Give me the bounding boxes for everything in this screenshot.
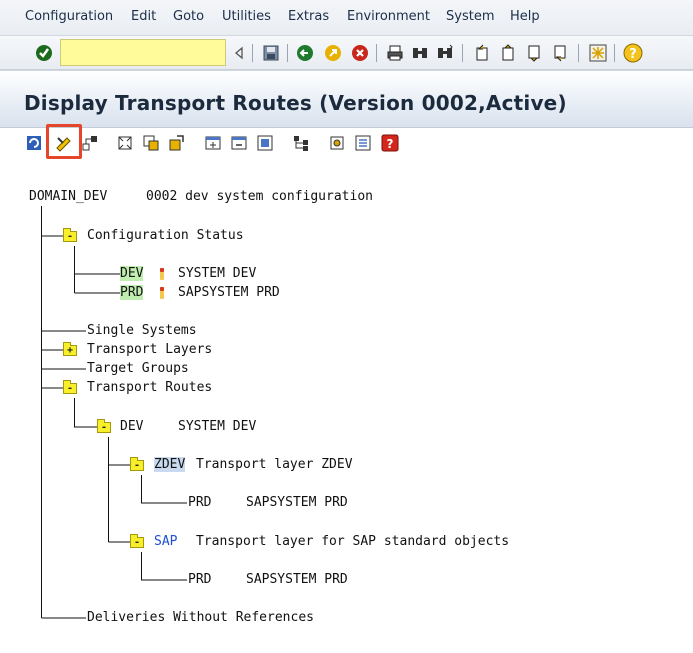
- find-next-icon[interactable]: [435, 43, 455, 63]
- folder-collapse-icon[interactable]: -: [97, 419, 111, 433]
- folder-collapse-icon[interactable]: -: [63, 380, 77, 394]
- expand-all-icon[interactable]: [115, 133, 135, 153]
- insert-icon[interactable]: [203, 133, 223, 153]
- layer-name[interactable]: ZDEV: [154, 457, 186, 472]
- folder-collapse-icon[interactable]: -: [130, 534, 144, 548]
- first-page-icon[interactable]: [473, 43, 493, 63]
- system-description: SYSTEM DEV: [178, 266, 257, 281]
- menu-extras[interactable]: Extras: [288, 9, 330, 24]
- menu-configuration[interactable]: Configuration: [25, 9, 114, 24]
- node-single-systems[interactable]: Single Systems: [87, 323, 197, 338]
- layout-icon[interactable]: [588, 43, 608, 63]
- find-icon[interactable]: [410, 43, 430, 63]
- toolbar-separator: [287, 44, 288, 62]
- folder-expand-icon[interactable]: +: [63, 342, 77, 356]
- target-description: SAPSYSTEM PRD: [246, 495, 348, 510]
- command-field[interactable]: [60, 39, 226, 66]
- menu-system[interactable]: System: [446, 9, 495, 24]
- layer-description: Transport layer ZDEV: [196, 457, 353, 472]
- settings-icon[interactable]: [327, 133, 347, 153]
- sub-tree-icon[interactable]: [167, 133, 187, 153]
- folder-collapse-icon[interactable]: -: [130, 457, 144, 471]
- collapse-icon[interactable]: [141, 133, 161, 153]
- menu-utilities[interactable]: Utilities: [222, 9, 271, 24]
- delete-icon[interactable]: [229, 133, 249, 153]
- folder-collapse-icon[interactable]: -: [63, 228, 77, 242]
- menu-goto[interactable]: Goto: [173, 9, 205, 24]
- standard-toolbar: ?: [0, 36, 693, 104]
- tree-lines: [41, 206, 187, 619]
- svg-text:?: ?: [629, 47, 637, 62]
- toolbar-separator: [614, 44, 615, 62]
- root-domain-name: DOMAIN_DEV: [29, 189, 108, 204]
- target-description: SAPSYSTEM PRD: [246, 572, 348, 587]
- node-target-groups[interactable]: Target Groups: [87, 361, 189, 376]
- toolbar-separator: [376, 44, 377, 62]
- display-change-icon[interactable]: [54, 133, 74, 153]
- last-page-icon[interactable]: [551, 43, 571, 63]
- node-deliveries-without-references[interactable]: Deliveries Without References: [87, 610, 314, 625]
- layer-description: Transport layer for SAP standard objects: [196, 534, 510, 549]
- target-sid[interactable]: PRD: [188, 495, 212, 510]
- help-icon[interactable]: ?: [623, 43, 643, 63]
- enter-icon[interactable]: [34, 43, 54, 63]
- graphical-editor-icon[interactable]: [80, 133, 100, 153]
- legend-icon[interactable]: [353, 133, 373, 153]
- system-description: SAPSYSTEM PRD: [178, 285, 280, 300]
- transport-route-tree: DOMAIN_DEV 0002 dev system configuration…: [0, 170, 693, 653]
- help-red-icon[interactable]: ?: [380, 133, 400, 153]
- target-sid[interactable]: PRD: [188, 572, 212, 587]
- svg-text:?: ?: [387, 137, 394, 151]
- next-page-icon[interactable]: [525, 43, 545, 63]
- toolbar-separator: [252, 44, 253, 62]
- toolbar-separator: [578, 44, 579, 62]
- node-transport-routes[interactable]: Transport Routes: [87, 380, 213, 395]
- cancel-icon[interactable]: [350, 43, 370, 63]
- system-status-icon: [160, 268, 164, 280]
- back-icon[interactable]: [295, 43, 315, 63]
- menu-bar: Configuration Edit Goto Utilities Extras…: [0, 0, 693, 36]
- title-bar: Display Transport Routes (Version 0002,A…: [0, 70, 693, 128]
- route-source-sid[interactable]: DEV: [120, 419, 144, 434]
- print-icon[interactable]: [385, 43, 405, 63]
- root-domain-description: 0002 dev system configuration: [146, 189, 373, 204]
- menu-help[interactable]: Help: [510, 9, 540, 24]
- history-icon[interactable]: [229, 43, 249, 63]
- route-source-description: SYSTEM DEV: [178, 419, 257, 434]
- hierarchy-icon[interactable]: [291, 133, 311, 153]
- refresh-icon[interactable]: [24, 133, 44, 153]
- application-toolbar: ?: [0, 128, 693, 158]
- node-transport-layers[interactable]: Transport Layers: [87, 342, 213, 357]
- menu-edit[interactable]: Edit: [131, 9, 157, 24]
- exit-icon[interactable]: [323, 43, 343, 63]
- highlight-box: [46, 124, 82, 159]
- previous-page-icon[interactable]: [499, 43, 519, 63]
- page-title: Display Transport Routes (Version 0002,A…: [24, 91, 567, 115]
- node-configuration-status[interactable]: Configuration Status: [87, 228, 244, 243]
- system-sid[interactable]: PRD: [120, 285, 144, 300]
- save-icon[interactable]: [261, 43, 281, 63]
- toolbar-separator: [462, 44, 463, 62]
- system-status-icon: [160, 287, 164, 299]
- menu-environment[interactable]: Environment: [347, 9, 431, 24]
- save-as-icon[interactable]: [255, 133, 275, 153]
- layer-name[interactable]: SAP: [154, 534, 178, 549]
- system-sid[interactable]: DEV: [120, 266, 144, 281]
